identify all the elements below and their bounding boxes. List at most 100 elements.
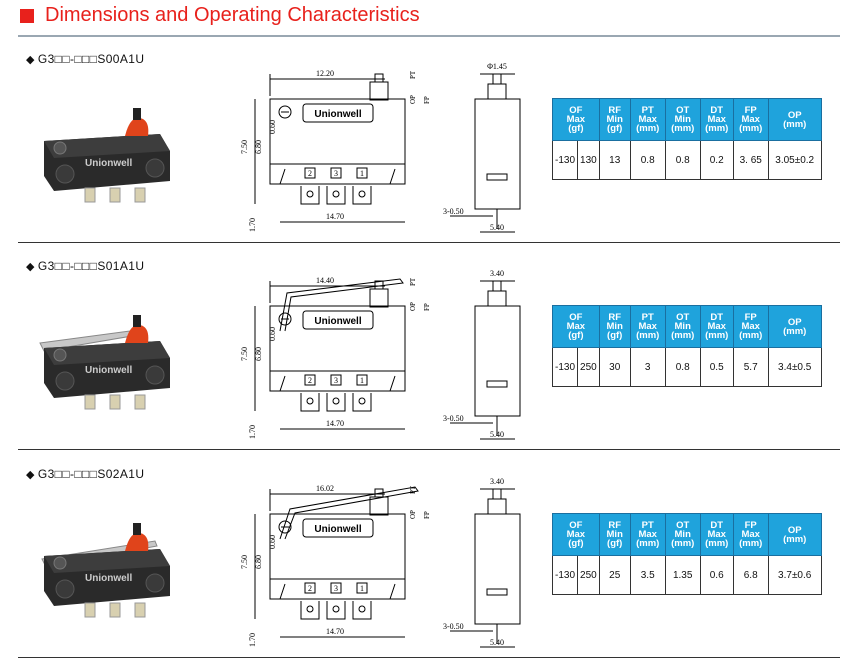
diamond-bullet-icon: ◆ [26, 261, 35, 273]
table-value-cell: -130 [551, 555, 579, 595]
svg-text:5.40: 5.40 [490, 223, 504, 232]
table-value-cell: -130 [551, 140, 579, 180]
switch-photo: Unionwell [30, 96, 180, 206]
model-label: ◆G3□□-□□□S00A1U [26, 52, 144, 66]
table-value-cell: 1.35 [664, 555, 701, 595]
table-value-cell: 3.5 [629, 555, 666, 595]
table-value-cell: 0.8 [629, 140, 666, 180]
svg-text:7.50: 7.50 [240, 347, 249, 361]
photo-brand-text: Unionwell [85, 573, 132, 584]
svg-text:7.50: 7.50 [240, 140, 249, 154]
svg-text:3.40: 3.40 [490, 269, 504, 278]
table-value-cell: 3.05±0.2 [767, 140, 822, 180]
svg-text:5.40: 5.40 [490, 430, 504, 439]
svg-text:Unionwell: Unionwell [314, 524, 361, 535]
diamond-bullet-icon: ◆ [26, 469, 35, 481]
svg-text:7.50: 7.50 [240, 555, 249, 569]
svg-text:2: 2 [308, 169, 312, 178]
svg-text:1: 1 [360, 169, 364, 178]
svg-text:3-0.50: 3-0.50 [443, 414, 464, 423]
svg-text:Unionwell: Unionwell [314, 109, 361, 120]
model-label: ◆G3□□-□□□S01A1U [26, 259, 144, 273]
svg-text:14.70: 14.70 [326, 212, 344, 221]
svg-text:14.70: 14.70 [326, 419, 344, 428]
svg-text:14.70: 14.70 [326, 627, 344, 636]
table-value-cell: 3.4±0.5 [767, 347, 822, 387]
svg-text:3: 3 [334, 584, 338, 593]
table-value-cell: 0.8 [664, 347, 701, 387]
table-value-cell: 3. 65 [732, 140, 769, 180]
svg-text:3: 3 [334, 376, 338, 385]
svg-text:PT: PT [409, 70, 417, 79]
svg-text:16.02: 16.02 [316, 484, 334, 493]
svg-text:OP: OP [409, 510, 417, 519]
table-value-cell: 13 [598, 140, 631, 180]
model-name: G3□□-□□□S01A1U [37, 259, 145, 273]
svg-text:1: 1 [360, 584, 364, 593]
svg-text:2: 2 [308, 584, 312, 593]
table-value-cell: -130 [551, 347, 579, 387]
table-header-cell: OP(mm) [767, 98, 822, 141]
svg-text:OP: OP [409, 95, 417, 104]
svg-text:6.80: 6.80 [254, 555, 263, 569]
svg-text:12.20: 12.20 [316, 69, 334, 78]
table-value-cell: 30 [598, 347, 631, 387]
svg-text:3-0.50: 3-0.50 [443, 622, 464, 631]
svg-text:1: 1 [360, 376, 364, 385]
section-divider [18, 449, 840, 450]
svg-text:6.80: 6.80 [254, 140, 263, 154]
table-value-cell: 0.8 [664, 140, 701, 180]
svg-text:14.40: 14.40 [316, 276, 334, 285]
product-section: ◆G3□□-□□□S01A1U Unionwell Unionwell 2 3 1 14.4… [0, 255, 859, 461]
table-value-cell: 5.7 [732, 347, 769, 387]
table-value-cell: 0.5 [699, 347, 734, 387]
section-divider [18, 242, 840, 243]
diamond-bullet-icon: ◆ [26, 54, 35, 66]
svg-text:Φ1.45: Φ1.45 [487, 62, 507, 71]
svg-text:PT: PT [409, 485, 417, 494]
table-value-cell: 3.7±0.6 [767, 555, 822, 595]
red-square-icon [20, 9, 34, 23]
table-value-cell: 250 [577, 555, 600, 595]
section-divider [18, 657, 840, 658]
svg-text:1.70: 1.70 [248, 633, 257, 647]
svg-text:0.60: 0.60 [268, 327, 277, 341]
svg-text:FP: FP [423, 96, 431, 104]
svg-text:Unionwell: Unionwell [314, 316, 361, 327]
table-value-cell: 0.2 [699, 140, 734, 180]
svg-text:FP: FP [423, 511, 431, 519]
table-value-cell: 0.6 [699, 555, 734, 595]
table-value-cell: 3 [629, 347, 666, 387]
svg-text:2: 2 [308, 376, 312, 385]
svg-text:3-0.50: 3-0.50 [443, 207, 464, 216]
table-header-cell: OP(mm) [767, 513, 822, 556]
model-label: ◆G3□□-□□□S02A1U [26, 467, 144, 481]
section-header: Dimensions and Operating Characteristics [0, 0, 859, 38]
svg-text:0.60: 0.60 [268, 120, 277, 134]
svg-text:PT: PT [409, 277, 417, 286]
switch-photo: Unionwell [30, 303, 180, 413]
svg-text:1.70: 1.70 [248, 218, 257, 232]
table-header-cell: OP(mm) [767, 305, 822, 348]
svg-text:0.60: 0.60 [268, 535, 277, 549]
